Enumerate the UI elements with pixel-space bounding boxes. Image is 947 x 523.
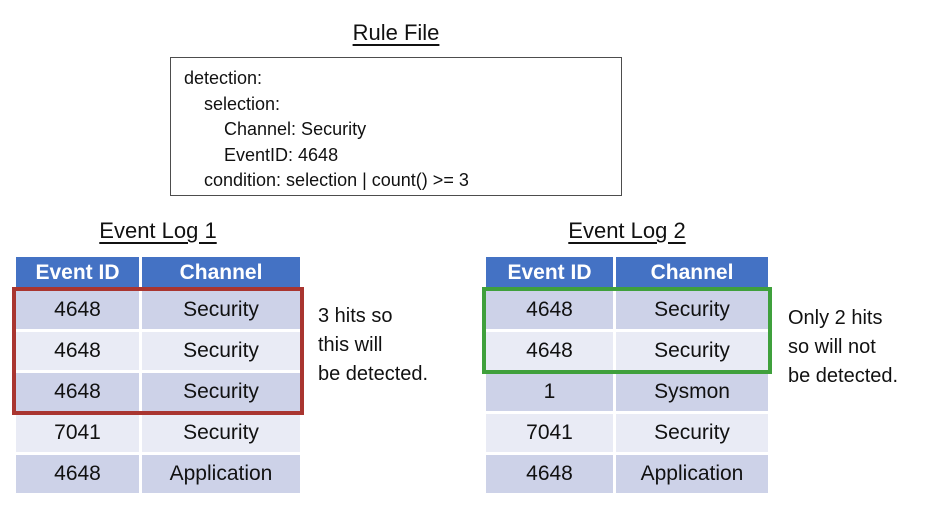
event-id-cell: 4648 <box>16 332 139 370</box>
event-log-2-table: Event ID Channel 4648 Security 4648 Secu… <box>486 257 768 493</box>
annotation-line: 3 hits so <box>318 305 393 327</box>
event-id-column-header: Event ID <box>16 257 139 288</box>
event-id-cell: 1 <box>486 373 613 411</box>
channel-cell: Application <box>616 455 768 493</box>
rule-code-line: detection: <box>184 68 263 88</box>
event-id-cell: 7041 <box>486 414 613 452</box>
rule-code-line: condition: selection | count() >= 3 <box>184 170 469 190</box>
annotation-line: Only 2 hits <box>788 307 883 329</box>
channel-cell: Security <box>616 291 768 329</box>
channel-cell: Security <box>142 373 300 411</box>
event-log-1-table: Event ID Channel 4648 Security 4648 Secu… <box>16 257 300 493</box>
detected-annotation: 3 hits so this will be detected. <box>318 302 428 389</box>
channel-cell: Security <box>616 414 768 452</box>
event-id-cell: 4648 <box>16 373 139 411</box>
channel-cell: Security <box>142 332 300 370</box>
rule-code-line: Channel: Security <box>184 119 367 139</box>
event-id-cell: 4648 <box>486 291 613 329</box>
rule-file-title: Rule File <box>352 20 440 45</box>
event-log-1-title: Event Log 1 <box>99 218 217 243</box>
channel-cell: Application <box>142 455 300 493</box>
rule-code-line: selection: <box>184 93 281 114</box>
event-id-cell: 7041 <box>16 414 139 452</box>
channel-cell: Sysmon <box>616 373 768 411</box>
channel-column-header: Channel <box>616 257 768 288</box>
annotation-line: this will <box>318 334 383 356</box>
channel-cell: Security <box>142 291 300 329</box>
event-id-cell: 4648 <box>486 455 613 493</box>
event-id-column-header: Event ID <box>486 257 613 288</box>
channel-cell: Security <box>142 414 300 452</box>
channel-cell: Security <box>616 332 768 370</box>
event-id-cell: 4648 <box>16 455 139 493</box>
not-detected-annotation: Only 2 hits so will not be detected. <box>788 304 898 391</box>
event-log-2-title: Event Log 2 <box>568 218 686 243</box>
annotation-line: be detected. <box>318 363 429 385</box>
annotation-line: so will not <box>788 336 876 358</box>
rule-code-line: EventID: 4648 <box>184 144 339 165</box>
rule-file-box: detection: selection: Channel: Security … <box>170 57 622 196</box>
channel-column-header: Channel <box>142 257 300 288</box>
event-id-cell: 4648 <box>486 332 613 370</box>
event-id-cell: 4648 <box>16 291 139 329</box>
annotation-line: be detected. <box>788 365 899 387</box>
